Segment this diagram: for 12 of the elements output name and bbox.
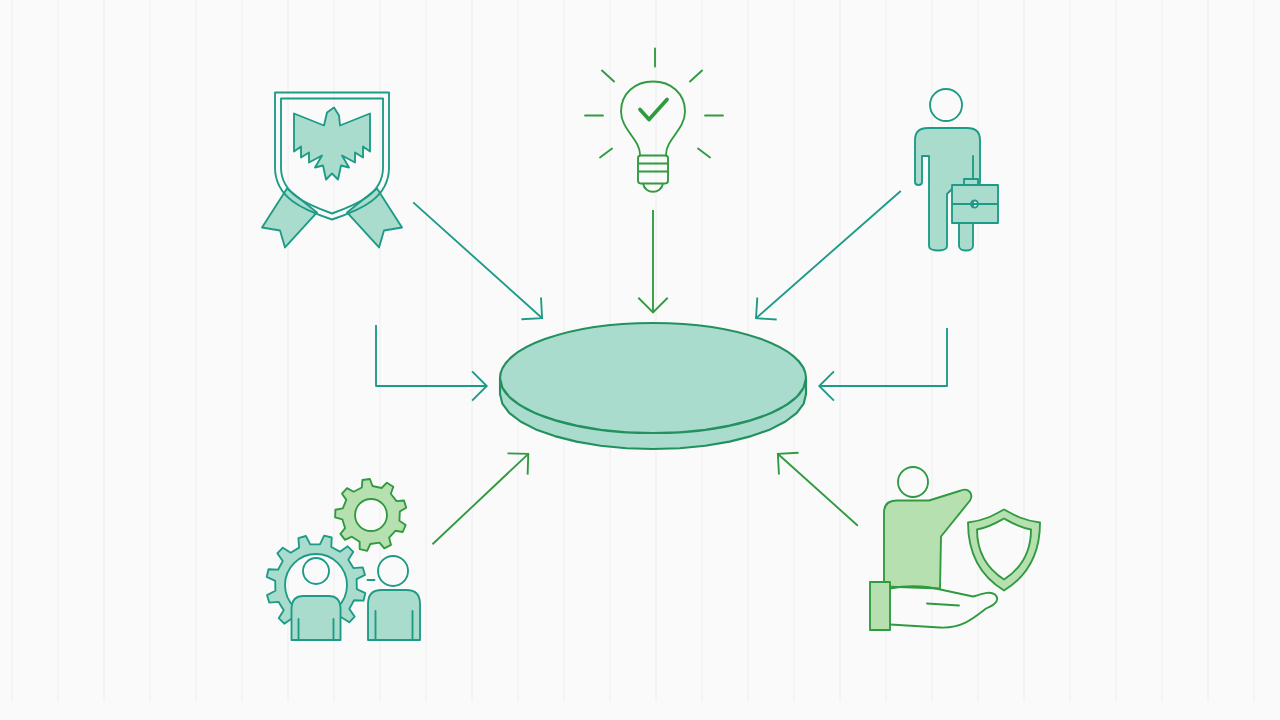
protected-person-drawing bbox=[869, 466, 1041, 631]
arrow bbox=[817, 327, 948, 402]
arrow bbox=[375, 324, 489, 402]
eagle-shield-drawing bbox=[261, 91, 403, 249]
arrow bbox=[412, 201, 544, 321]
businessman-drawing bbox=[914, 88, 999, 252]
arrow bbox=[637, 209, 669, 314]
arrow bbox=[776, 451, 859, 527]
arrow bbox=[755, 190, 902, 321]
arrow bbox=[431, 452, 530, 546]
team-gears-drawing bbox=[265, 478, 421, 641]
lightbulb-drawing bbox=[584, 47, 724, 193]
